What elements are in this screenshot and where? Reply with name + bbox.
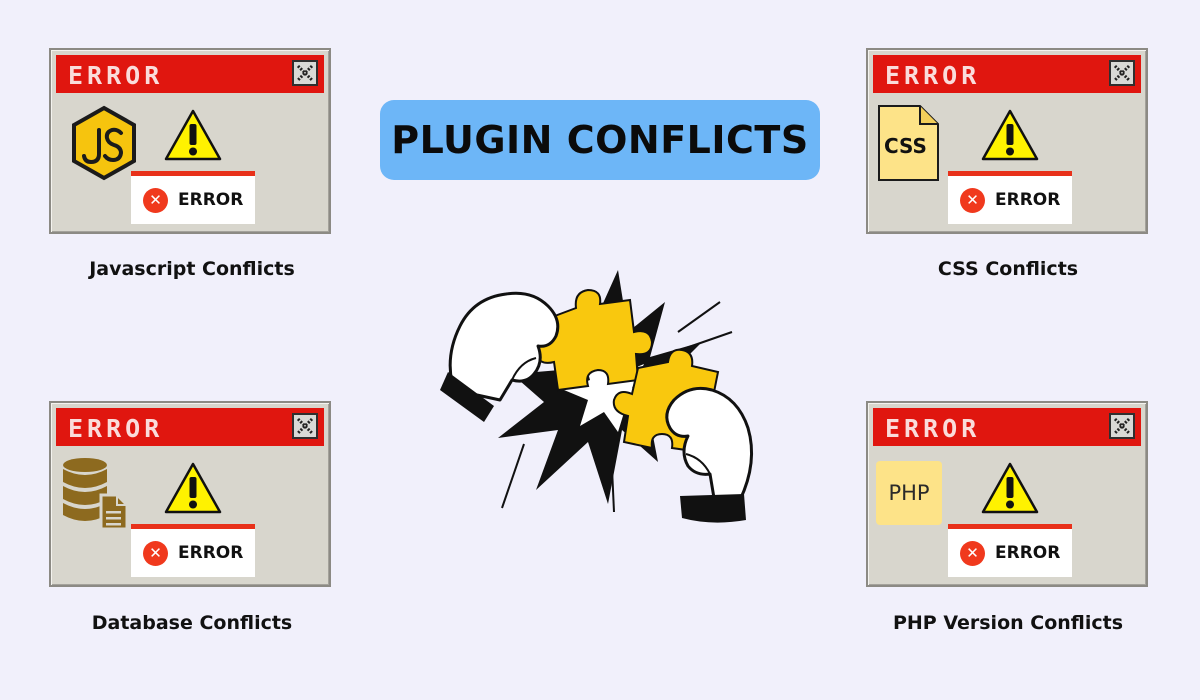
error-badge: ✕ ERROR [131, 524, 255, 577]
caption-css: CSS Conflicts [937, 258, 1079, 280]
error-badge-label: ERROR [995, 543, 1061, 563]
js-hexagon-icon [72, 105, 136, 181]
close-icon [296, 417, 314, 435]
page-title: PLUGIN CONFLICTS [380, 100, 820, 180]
php-badge-text: PHP [888, 481, 930, 505]
window-title-bar: ERROR [873, 408, 1141, 446]
caption-javascript: Javascript Conflicts [89, 258, 295, 280]
caption-php: PHP Version Conflicts [892, 612, 1124, 634]
error-badge: ✕ ERROR [131, 171, 255, 224]
warning-icon [164, 109, 222, 161]
right-glove-icon [665, 386, 754, 502]
x-circle-icon: ✕ [960, 187, 985, 213]
css-badge-text: CSS [884, 134, 927, 158]
error-badge: ✕ ERROR [948, 171, 1072, 224]
close-icon [1113, 417, 1131, 435]
puzzle-clash-illustration [440, 270, 754, 523]
x-circle-icon: ✕ [143, 540, 168, 566]
database-document-icon [63, 458, 129, 531]
window-title: ERROR [68, 414, 164, 443]
x-circle-icon: ✕ [143, 187, 168, 213]
window-title-bar: ERROR [56, 408, 324, 446]
php-badge-icon: PHP [876, 461, 942, 525]
window-title-bar: ERROR [873, 55, 1141, 93]
error-window-php: ERROR PHP ✕ ERROR [866, 401, 1148, 587]
error-badge-label: ERROR [995, 190, 1061, 210]
error-window-javascript: ERROR ✕ ERROR [49, 48, 331, 234]
close-icon [1113, 64, 1131, 82]
window-title: ERROR [885, 414, 981, 443]
window-title: ERROR [885, 61, 981, 90]
warning-icon [981, 462, 1039, 514]
close-button[interactable] [1109, 60, 1135, 86]
error-window-database: ERROR ✕ ERROR [49, 401, 331, 587]
error-window-css: ERROR CSS ✕ ERROR [866, 48, 1148, 234]
error-badge-label: ERROR [178, 543, 244, 563]
window-title-bar: ERROR [56, 55, 324, 93]
css-file-icon: CSS [878, 105, 939, 181]
x-circle-icon: ✕ [960, 540, 985, 566]
error-badge: ✕ ERROR [948, 524, 1072, 577]
caption-database: Database Conflicts [91, 612, 293, 634]
close-icon [296, 64, 314, 82]
close-button[interactable] [292, 60, 318, 86]
close-button[interactable] [1109, 413, 1135, 439]
error-badge-label: ERROR [178, 190, 244, 210]
warning-icon [981, 109, 1039, 161]
window-title: ERROR [68, 61, 164, 90]
close-button[interactable] [292, 413, 318, 439]
left-glove-icon [448, 291, 560, 402]
warning-icon [164, 462, 222, 514]
